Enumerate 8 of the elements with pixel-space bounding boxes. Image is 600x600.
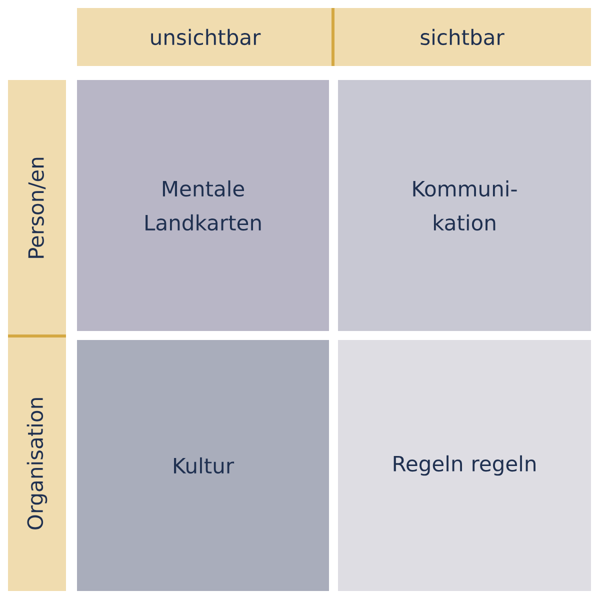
column-header: sichtbar <box>333 8 591 66</box>
row-header: Organisation <box>8 336 66 591</box>
matrix-cell: Kultur <box>77 340 329 591</box>
matrix-cell: Kommuni- kation <box>338 80 591 331</box>
matrix-cell: Regeln regeln <box>338 340 591 591</box>
column-header: unsichtbar <box>77 8 333 66</box>
row-header: Person/en <box>8 80 66 336</box>
matrix-cell: Mentale Landkarten <box>77 80 329 331</box>
